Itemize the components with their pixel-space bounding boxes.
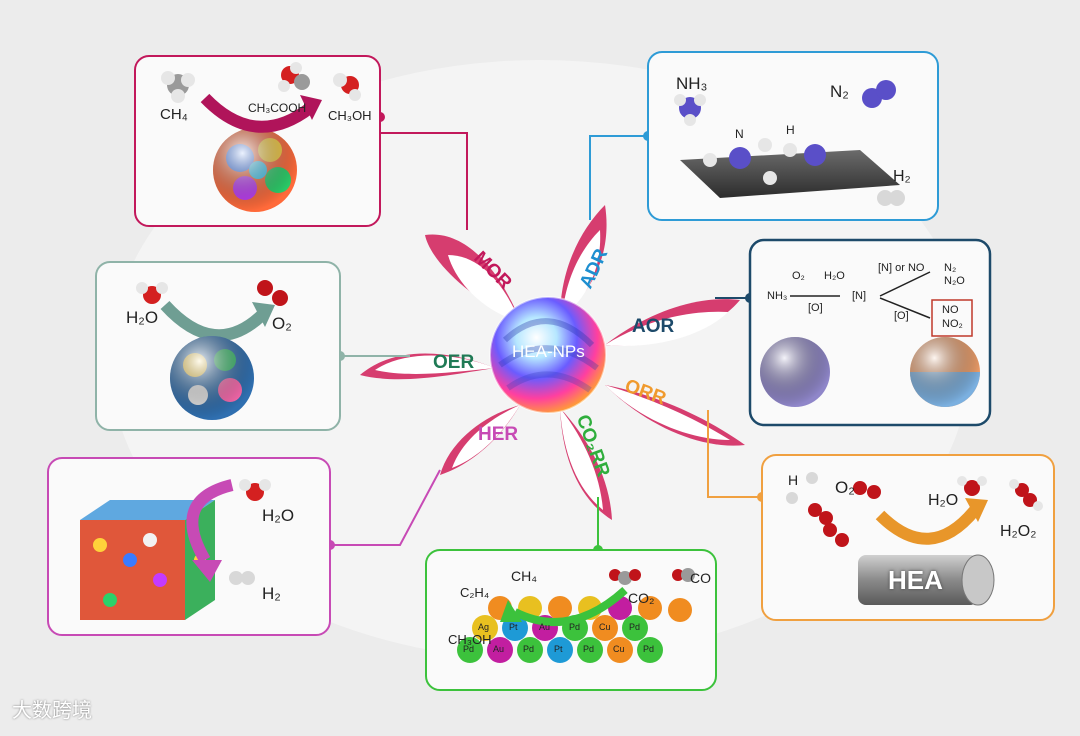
co2rr-metal-r2-cu: Cu [613,644,625,654]
co2-molecule-icon [609,569,641,585]
her-h2-label: H₂ [262,584,281,603]
mor-arrowhead [300,95,322,120]
aor-arrow-2 [879,271,931,297]
co2rr-metal-ag: Ag [478,622,490,632]
label-aor: AOR [632,316,675,337]
co2rr-metal-cu: Cu [599,622,611,632]
orr-h2o-label: H₂O [928,492,959,509]
adr-nh3-label: NH₃ [676,74,708,93]
adr-h2-label: H₂ [893,168,911,185]
her-cube [80,500,215,620]
her-arrowhead [192,560,222,582]
ch3oh-molecule-icon [333,73,361,101]
aor-particle-left [760,337,830,407]
mor-particle [213,128,297,212]
co2rr-metal-pd-2: Pd [629,622,641,632]
aor-n-bracket-label: [N] [852,290,867,302]
h2o-molecule-icon [136,282,168,304]
petal-co2rr [560,408,612,520]
orr-arrow [875,506,980,545]
orr-h2o2-molecule-icon [1009,479,1043,511]
hea-rod [858,554,995,606]
orr-h2o2-label: H₂O₂ [1000,523,1037,540]
co2rr-metal-surface [457,596,692,663]
adr-n2-label: N₂ [830,82,849,101]
oer-o2-label: O₂ [272,314,292,333]
co2rr-metal-r2-au: Au [493,644,505,654]
aor-o-bracket-label: [O] [808,302,823,314]
petal-orr [605,385,745,446]
label-her: HER [478,424,519,445]
aor-n-or-no-label: [N] or NO [878,262,925,274]
aor-o2-label: O₂ [792,270,805,282]
center-label: HEA-NPs [512,342,585,361]
aor-no-box [931,299,973,337]
aor-o-bracket2-label: [O] [894,310,909,322]
oer-arrow [160,300,267,342]
aor-no2-label: NO₂ [942,318,963,330]
mor-arrow [200,93,314,133]
aor-h2o-label: H₂O [824,270,845,282]
adr-n-label: N [735,127,744,141]
petal-aor [605,299,740,346]
aor-n2o-label: N₂O [944,275,965,287]
aor-arrow-3 [879,297,931,319]
orr-hea-label: HEA [888,565,943,595]
co2rr-metal-pd: Pd [569,622,581,632]
mor-ch3cooh-label: CH₃COOH [248,101,307,115]
co2rr-metal-au: Au [539,622,551,632]
her-arrow [186,479,234,564]
petal-mor [425,234,520,322]
oer-h2o-label: H₂O [126,308,159,327]
h2-molecule-icon [877,190,905,206]
n2-molecule-icon [862,80,896,108]
orr-h2o-molecule-icon [957,476,987,496]
co2rr-metal-r2-pd: Pd [463,644,475,654]
ch4-molecule-icon [161,71,195,103]
aor-particle-right [910,337,980,407]
co2rr-metal-r2-pd3: Pd [583,644,595,654]
her-h2o-molecule-icon [239,479,271,501]
aor-no-label: NO [942,304,959,316]
hea-nps-sphere [489,296,607,414]
petal-oer [360,353,495,380]
her-h2-molecule-icon [229,571,255,585]
co2rr-metal-r2-pt: Pt [554,644,563,654]
co2rr-co2-label: CO₂ [628,590,655,606]
co2rr-arrow [513,587,628,626]
co2rr-c2h4-label: C₂H₄ [460,585,490,600]
co2rr-metal-r2-pd4: Pd [643,644,655,654]
co-molecule-icon [672,568,695,582]
orr-o2-molecules-icon [808,481,881,547]
her-h2o-label: H₂O [262,506,295,525]
label-oer: OER [433,352,475,373]
co2rr-arrowhead [500,600,522,622]
co2rr-ch3oh-label: CH₃OH [448,632,492,647]
aor-nh3-label: NH₃ [767,290,788,302]
co2rr-co-label: CO [690,570,711,586]
co2rr-ch4-label: CH₄ [511,568,537,584]
watermark: 大数跨境 [12,698,92,722]
orr-h-label: H [788,472,799,488]
co2rr-metal-r2-pd2: Pd [523,644,535,654]
adr-h-label: H [786,123,795,137]
orr-arrowhead [965,498,988,522]
mor-ch3oh-label: CH₃OH [328,108,372,123]
aor-n2-label: N₂ [944,262,957,274]
adr-graphene-sheet [680,138,900,198]
mor-ch4-label: CH₄ [160,106,188,123]
orr-o2-label: O₂ [835,478,855,497]
oer-arrowhead [252,302,275,327]
connectors [330,132,762,550]
oer-particle [170,336,254,420]
ch3cooh-molecule-icon [278,62,310,92]
co2rr-metal-pt: Pt [509,622,518,632]
nh3-molecule-icon [674,94,706,126]
petal-adr [560,205,607,318]
petal-her [440,405,520,475]
o2-molecule-icon [257,280,288,306]
orr-h-atoms-icon [786,472,818,504]
